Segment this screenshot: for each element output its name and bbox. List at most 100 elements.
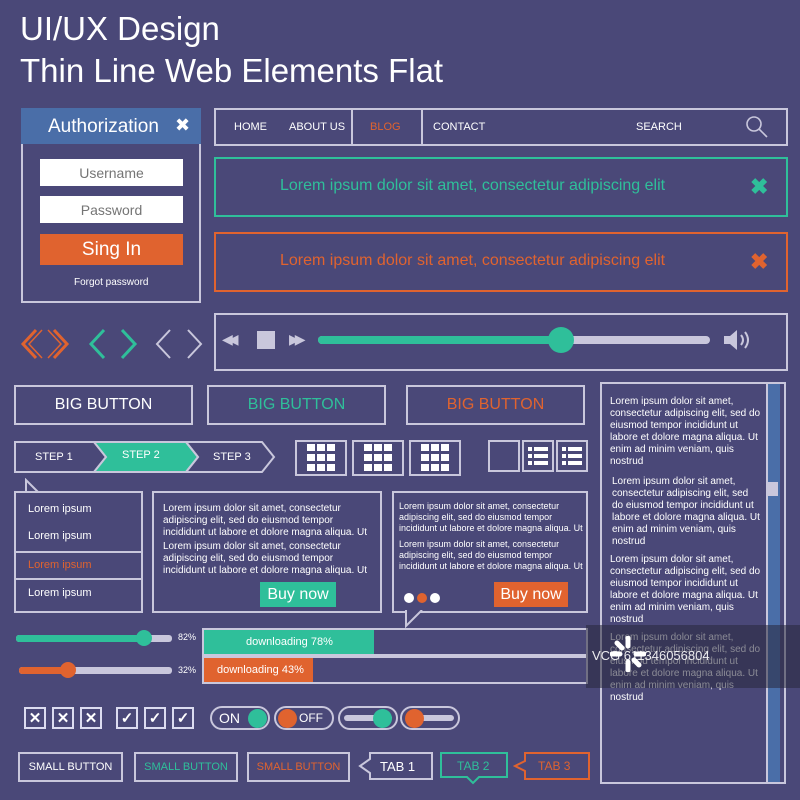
- arrow-pair-teal[interactable]: [88, 327, 138, 361]
- pager-dot[interactable]: [404, 593, 414, 603]
- step-1[interactable]: STEP 1: [35, 451, 73, 463]
- tab-1[interactable]: TAB 1: [380, 759, 416, 774]
- page-title-line2: Thin Line Web Elements Flat: [20, 52, 444, 89]
- slider-track[interactable]: [19, 667, 172, 674]
- username-field[interactable]: [40, 159, 183, 186]
- tab-3[interactable]: TAB 3: [538, 759, 571, 773]
- toggle-knob: [405, 709, 424, 728]
- volume-icon[interactable]: [722, 327, 754, 353]
- scrollbar-thumb[interactable]: [768, 482, 778, 496]
- tab-3-shape: [513, 752, 590, 780]
- toggle-on-label: ON: [219, 710, 240, 726]
- grid-icon: [307, 444, 335, 471]
- nav-bar: [214, 108, 788, 146]
- menu-divider: [14, 551, 143, 553]
- close-icon[interactable]: ✖: [750, 174, 769, 199]
- small-button-teal[interactable]: SMALL BUTTON: [134, 752, 238, 782]
- list-view-button[interactable]: [556, 440, 588, 472]
- grid-view-button[interactable]: [295, 440, 347, 476]
- toggle-track: [406, 715, 454, 721]
- small-button-orange[interactable]: SMALL BUTTON: [247, 752, 350, 782]
- buy-now-button[interactable]: Buy now: [260, 582, 336, 607]
- grid-view-button[interactable]: [352, 440, 404, 476]
- step-2[interactable]: STEP 2: [122, 449, 160, 461]
- toggle-off[interactable]: [274, 706, 334, 730]
- slider-knob[interactable]: [60, 662, 76, 678]
- slider-knob[interactable]: [136, 630, 152, 646]
- nav-divider: [351, 108, 353, 146]
- scrollbar-track[interactable]: [766, 384, 780, 782]
- big-button-white[interactable]: BIG BUTTON: [14, 385, 193, 425]
- watermark-band: [586, 625, 800, 688]
- card-paragraph: Lorem ipsum dolor sit amet, consectetur …: [163, 541, 368, 576]
- toggle-switch[interactable]: [338, 706, 398, 730]
- checkbox-x[interactable]: ✕: [52, 707, 74, 729]
- stop-icon[interactable]: [257, 331, 275, 349]
- checkbox-x[interactable]: ✕: [80, 707, 102, 729]
- tab-1-shape: [358, 752, 433, 780]
- menu-pointer: [25, 478, 39, 493]
- card-pointer: [405, 610, 423, 628]
- download-fill: [204, 658, 313, 682]
- checkbox-x[interactable]: ✕: [24, 707, 46, 729]
- list-icon: [562, 447, 582, 465]
- scroll-panel: [600, 382, 786, 784]
- pager-dot-active[interactable]: [417, 593, 427, 603]
- nav-item-contact[interactable]: CONTACT: [433, 121, 486, 133]
- grid-icon: [364, 444, 392, 471]
- checkbox-checked[interactable]: ✓: [116, 707, 138, 729]
- nav-item-blog[interactable]: BLOG: [370, 121, 401, 133]
- buy-now-button[interactable]: Buy now: [494, 582, 568, 607]
- close-icon[interactable]: ✖: [750, 249, 769, 274]
- page-title-line1: UI/UX Design: [20, 10, 220, 47]
- pager-dot[interactable]: [430, 593, 440, 603]
- card-paragraph: Lorem ipsum dolor sit amet, consectetur …: [399, 539, 583, 571]
- download-label: downloading 78%: [246, 636, 333, 648]
- close-icon[interactable]: ✖: [175, 115, 191, 135]
- arrow-pair-orange[interactable]: [20, 327, 70, 361]
- scroll-paragraph: Lorem ipsum dolor sit amet, consectetur …: [610, 396, 761, 467]
- slider-value: 32%: [178, 665, 197, 675]
- alert-orange-text: Lorem ipsum dolor sit amet, consectetur …: [280, 252, 666, 269]
- empty-view-button[interactable]: [488, 440, 520, 472]
- menu-item[interactable]: Lorem ipsum: [28, 530, 92, 542]
- tab-2-shape: [440, 752, 508, 785]
- rewind-icon[interactable]: ◀◀: [222, 331, 238, 347]
- nav-item-about[interactable]: ABOUT US: [289, 121, 346, 133]
- menu-item-active[interactable]: Lorem ipsum: [28, 559, 92, 571]
- scroll-paragraph: Lorem ipsum dolor sit amet, consectetur …: [612, 476, 760, 547]
- toggle-switch[interactable]: [400, 706, 460, 730]
- menu-item[interactable]: Lorem ipsum: [28, 587, 92, 599]
- grid-icon: [421, 444, 449, 471]
- player-knob[interactable]: [548, 327, 574, 353]
- password-field[interactable]: [40, 196, 183, 223]
- checkbox-checked[interactable]: ✓: [172, 707, 194, 729]
- forward-icon[interactable]: ▶▶: [289, 331, 305, 347]
- search-label[interactable]: SEARCH: [636, 121, 682, 133]
- step-3[interactable]: STEP 3: [213, 451, 251, 463]
- alert-teal-text: Lorem ipsum dolor sit amet, consectetur …: [280, 177, 666, 194]
- toggle-track: [344, 715, 392, 721]
- small-button-white[interactable]: SMALL BUTTON: [18, 752, 123, 782]
- arrow-pair-white[interactable]: [154, 327, 204, 361]
- list-view-button[interactable]: [522, 440, 554, 472]
- media-player: [214, 313, 788, 371]
- nav-item-home[interactable]: HOME: [234, 121, 267, 133]
- download-label: downloading 43%: [217, 664, 304, 676]
- toggle-on[interactable]: [210, 706, 270, 730]
- toggle-off-label: OFF: [299, 711, 323, 725]
- alert-teal: [214, 157, 788, 217]
- tab-2[interactable]: TAB 2: [457, 759, 490, 773]
- grid-view-button[interactable]: [409, 440, 461, 476]
- big-button-orange[interactable]: BIG BUTTON: [406, 385, 585, 425]
- auth-title: Authorization: [48, 116, 159, 137]
- alert-orange: [214, 232, 788, 292]
- slider-fill: [16, 635, 144, 642]
- search-icon[interactable]: [745, 115, 769, 139]
- checkbox-checked[interactable]: ✓: [144, 707, 166, 729]
- sign-in-button[interactable]: Sing In: [40, 234, 183, 265]
- menu-item[interactable]: Lorem ipsum: [28, 503, 92, 515]
- forgot-password-link[interactable]: Forgot password: [74, 277, 149, 288]
- big-button-teal[interactable]: BIG BUTTON: [207, 385, 386, 425]
- nav-divider: [421, 108, 423, 146]
